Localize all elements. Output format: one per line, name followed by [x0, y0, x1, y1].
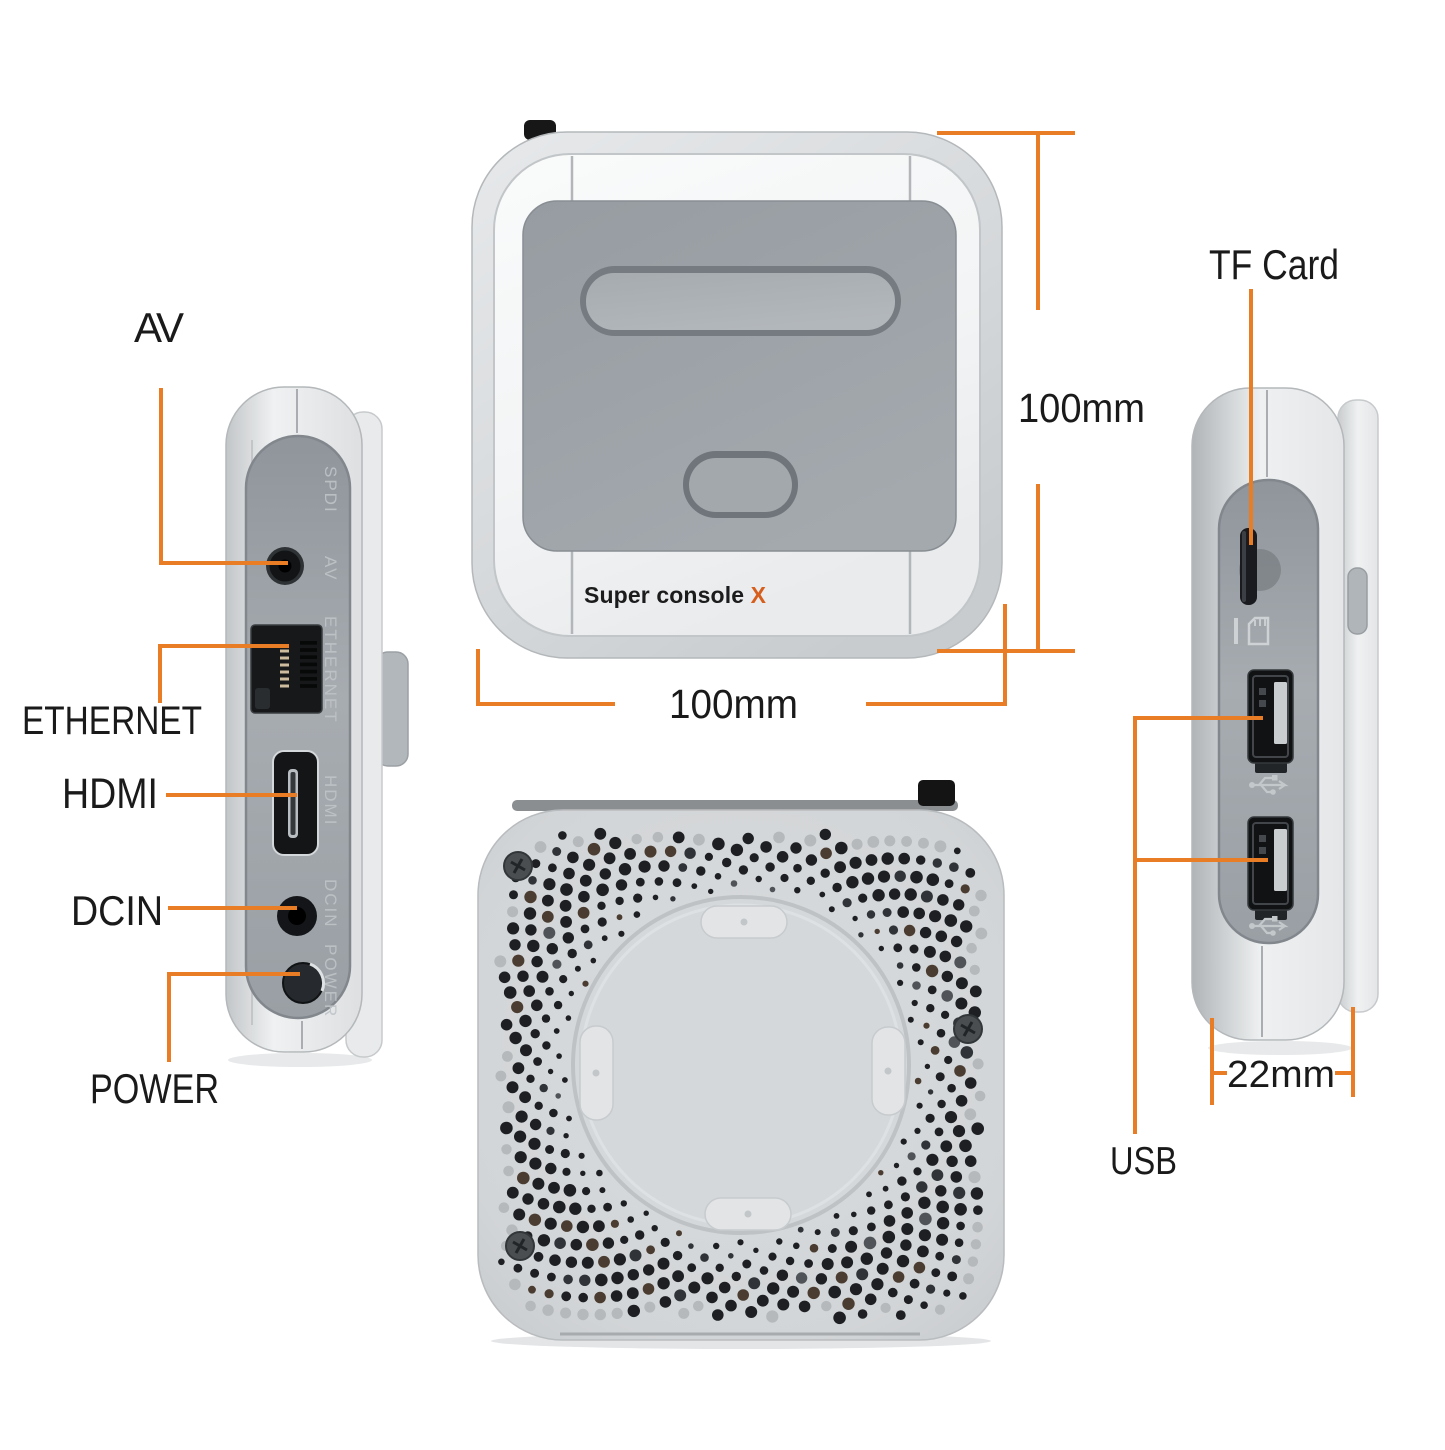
svg-text:POWER: POWER [90, 1065, 219, 1112]
svg-text:ETHERNET: ETHERNET [22, 699, 202, 743]
svg-text:AV: AV [321, 556, 340, 581]
svg-text:USB: USB [1110, 1140, 1177, 1183]
svg-text:HDMI: HDMI [321, 775, 340, 826]
svg-text:100mm: 100mm [669, 681, 798, 727]
svg-text:TF Card: TF Card [1209, 241, 1339, 288]
svg-text:HDMI: HDMI [62, 770, 158, 818]
svg-text:DCIN: DCIN [321, 879, 340, 929]
svg-text:POWER: POWER [321, 944, 340, 1018]
svg-text:100mm: 100mm [1018, 385, 1145, 431]
svg-text:DCIN: DCIN [71, 887, 163, 934]
svg-text:22mm: 22mm [1227, 1054, 1335, 1096]
svg-text:AV: AV [134, 304, 184, 351]
svg-text:Super console X: Super console X [584, 582, 767, 608]
svg-text:SPDI: SPDI [321, 466, 340, 514]
svg-text:ETHERNET: ETHERNET [321, 616, 340, 724]
